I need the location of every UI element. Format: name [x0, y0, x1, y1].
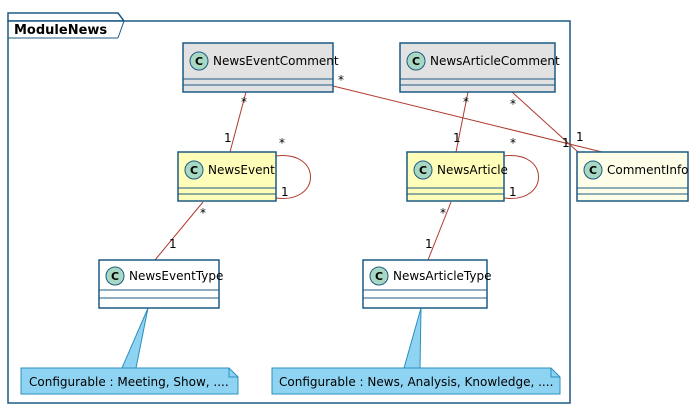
class-name: NewsArticleComment: [430, 54, 560, 68]
note-event-type-text: Configurable : Meeting, Show, ....: [29, 375, 229, 389]
class-stereotype-icon: [413, 160, 433, 180]
multiplicity-label: 1: [224, 131, 232, 145]
package-title: ModuleNews: [14, 23, 107, 38]
assoc-article-article-type: [427, 201, 452, 261]
class-stereotype-icon: [105, 266, 125, 286]
class-news-article: C NewsArticle: [406, 151, 508, 202]
associations: [154, 85, 603, 261]
multiplicity-label: 1: [509, 185, 517, 199]
note-event-type: Configurable : Meeting, Show, ....: [20, 367, 239, 395]
multiplicity-label: *: [510, 136, 516, 150]
assoc-event-event-type: [154, 201, 204, 261]
assoc-article-self: [503, 155, 539, 199]
assoc-article-comment-info: [511, 91, 579, 153]
class-news-event: C NewsEvent: [177, 151, 277, 202]
multiplicity-label: *: [463, 95, 469, 109]
multiplicity-label: *: [241, 95, 247, 109]
class-comment-info: C CommentInfo: [576, 151, 689, 202]
class-news-article-comment: C NewsArticleComment: [399, 42, 560, 93]
multiplicity-label: *: [279, 136, 285, 150]
assoc-article-comment-article: [455, 91, 469, 153]
class-stereotype-letter: C: [412, 55, 420, 68]
class-name: NewsEventComment: [213, 54, 339, 68]
multiplicity-labels: * 1 * 1 * 1 * 1 * 1 * 1 * 1 * 1: [169, 73, 584, 251]
multiplicity-label: 1: [169, 237, 177, 251]
note-article-type-text: Configurable : News, Analysis, Knowledge…: [279, 375, 553, 389]
class-news-event-type: C NewsEventType: [98, 259, 223, 309]
multiplicity-label: *: [510, 97, 516, 111]
class-stereotype-letter: C: [375, 270, 383, 283]
class-news-article-type: C NewsArticleType: [362, 259, 491, 309]
class-stereotype-letter: C: [195, 55, 203, 68]
multiplicity-label: *: [440, 206, 446, 220]
multiplicity-label: 1: [562, 136, 570, 150]
class-news-event-comment: C NewsEventComment: [182, 42, 339, 93]
class-name: NewsEvent: [208, 163, 275, 177]
class-stereotype-icon: [369, 266, 389, 286]
class-stereotype-icon: [583, 160, 603, 180]
assoc-event-self: [275, 155, 311, 199]
class-name: NewsEventType: [129, 269, 223, 283]
class-stereotype-letter: C: [589, 164, 597, 177]
class-stereotype-icon: [406, 51, 426, 71]
class-stereotype-letter: C: [190, 164, 198, 177]
class-stereotype-icon: [184, 160, 204, 180]
multiplicity-label: 1: [425, 237, 433, 251]
class-name: CommentInfo: [607, 163, 689, 177]
class-name: NewsArticle: [437, 163, 508, 177]
class-stereotype-letter: C: [111, 270, 119, 283]
assoc-event-comment-event: [229, 91, 247, 153]
assoc-event-comment-info: [332, 85, 603, 153]
class-stereotype-icon: [189, 51, 209, 71]
class-name: NewsArticleType: [393, 269, 491, 283]
class-stereotype-letter: C: [419, 164, 427, 177]
note-article-type: Configurable : News, Analysis, Knowledge…: [271, 367, 561, 395]
multiplicity-label: *: [338, 73, 344, 87]
multiplicity-label: 1: [281, 185, 289, 199]
multiplicity-label: 1: [576, 130, 584, 144]
multiplicity-label: *: [200, 206, 206, 220]
multiplicity-label: 1: [453, 131, 461, 145]
